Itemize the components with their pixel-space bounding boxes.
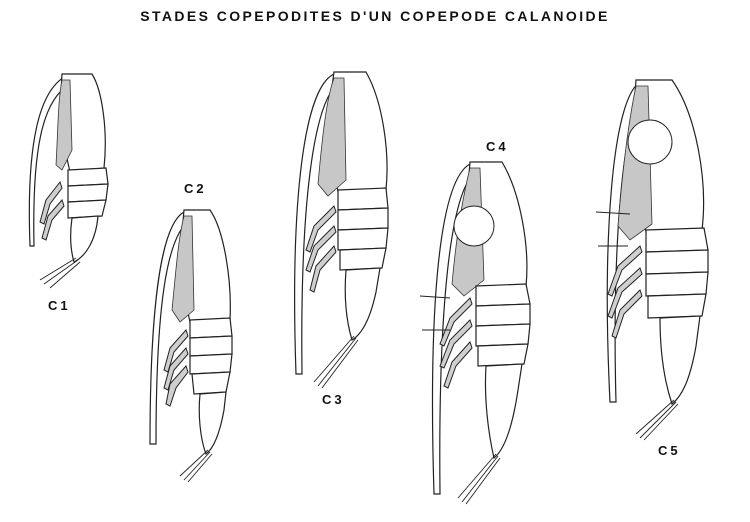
c2-segment-4 [191, 371, 231, 395]
c2-urosome [198, 391, 227, 455]
c2-antenna [149, 211, 191, 445]
c3-segment-4 [339, 247, 387, 271]
c5-eye-structure [627, 119, 673, 165]
c1-caudal-setae [39, 257, 81, 289]
c4-eye-structure [453, 205, 495, 247]
c2-leg-2 [163, 347, 189, 391]
c5-segment-4 [647, 293, 707, 319]
c1-leg-1 [39, 180, 63, 225]
c1-segment-2 [67, 183, 109, 203]
c2-gut-shading [171, 215, 195, 323]
diagram-title: STADES COPEPODITES D'UN COPEPODE CALANOI… [140, 8, 610, 24]
c4-lateral-setae [419, 295, 451, 331]
c4-segment-3 [475, 323, 531, 347]
c2-segment-1 [189, 317, 233, 339]
c3-leg-2 [305, 225, 337, 273]
copepod-c3 [294, 71, 389, 389]
c2-caudal-setae [179, 449, 213, 483]
c4-urosome [484, 363, 523, 460]
copepod-c4 [419, 161, 531, 505]
c3-caudal-setae [313, 335, 359, 389]
c3-gut-shading [317, 77, 347, 197]
copepod-c5 [595, 79, 709, 441]
copepod-c1 [28, 73, 109, 289]
c1-segment-1 [67, 167, 109, 187]
c2-segment-2 [189, 335, 233, 357]
c1-urosome [70, 215, 99, 263]
c3-leg-1 [305, 205, 337, 253]
copepod-c2 [149, 209, 233, 483]
stage-label-c1: C1 [48, 298, 71, 313]
c5-lateral-setae [595, 211, 631, 247]
c1-segment-3 [67, 199, 107, 219]
stage-label-c5: C5 [658, 443, 681, 458]
c5-caudal-setae [635, 399, 679, 441]
c3-segment-2 [337, 207, 389, 231]
stage-label-c3: C3 [322, 392, 345, 407]
stage-label-c4: C4 [486, 139, 509, 154]
c3-leg-3 [309, 245, 337, 293]
c2-leg-3 [165, 365, 189, 407]
c4-segment-2 [475, 303, 531, 327]
c3-segment-3 [337, 227, 389, 251]
c5-leg-3 [611, 289, 643, 339]
c5-urosome [659, 315, 701, 406]
c4-leg-2 [439, 319, 473, 369]
stage-label-c2: C2 [184, 181, 207, 196]
c1-leg-2 [41, 199, 65, 241]
c1-gut-shading [55, 79, 73, 171]
c4-segment-1 [475, 283, 531, 307]
c4-antenna [431, 163, 477, 495]
c4-segment-4 [477, 343, 529, 367]
c3-urosome [344, 267, 381, 341]
c2-segment-3 [189, 353, 233, 375]
c3-segment-1 [337, 187, 389, 211]
c4-caudal-setae [457, 453, 501, 505]
c1-antenna [28, 75, 71, 247]
c5-leg-2 [607, 267, 643, 319]
c5-segment-2 [645, 249, 709, 275]
c3-antenna [294, 73, 341, 375]
c4-leg-1 [439, 297, 473, 347]
c5-segment-3 [645, 271, 709, 297]
c4-leg-3 [443, 341, 473, 389]
c5-segment-1 [645, 227, 709, 253]
c5-leg-1 [607, 245, 643, 297]
